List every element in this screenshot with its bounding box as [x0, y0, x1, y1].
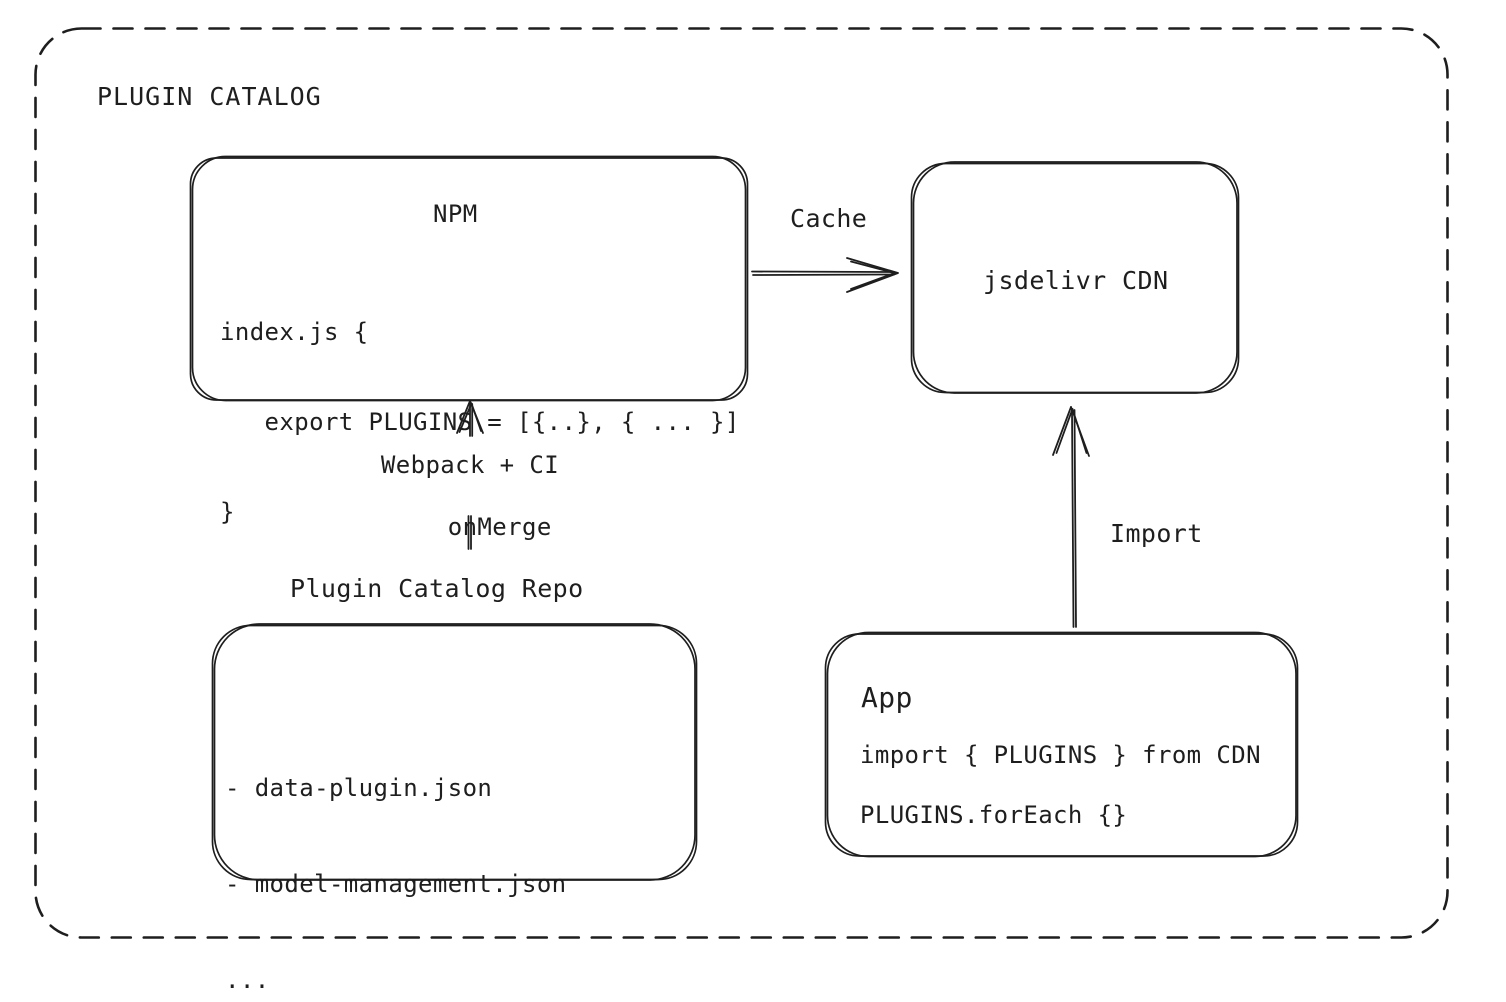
repo-file-item: ...	[225, 966, 270, 994]
npm-node-title: NPM	[433, 200, 478, 228]
cdn-node-label: jsdelivr CDN	[983, 266, 1169, 295]
repo-file-item: - model-management.json	[225, 870, 567, 898]
build-arrow-label-line1: Webpack + CI	[380, 451, 560, 479]
npm-code-line: export PLUGINS = [{..}, { ... }]	[220, 408, 740, 436]
cache-arrow	[751, 257, 899, 293]
app-node-shape	[824, 631, 1299, 858]
npm-node-shape	[189, 155, 749, 402]
repo-node-label: Plugin Catalog Repo	[290, 574, 584, 603]
npm-code-line: index.js {	[220, 318, 369, 346]
npm-code-block: index.js { export PLUGINS = [{..}, { ...…	[220, 257, 740, 587]
repo-file-item: - data-plugin.json	[225, 774, 493, 802]
app-node-title: App	[861, 681, 913, 714]
repo-file-list: - data-plugin.json - model-management.js…	[225, 708, 567, 1002]
app-code-line: import { PLUGINS } from CDN	[860, 741, 1261, 769]
plugin-catalog-boundary	[34, 27, 1449, 939]
build-arrow-label-line2: onMerge	[447, 513, 552, 541]
npm-code-line: }	[220, 498, 235, 526]
build-arrow-label: Webpack + CI onMerge	[352, 450, 588, 574]
cache-arrow-label: Cache	[790, 204, 868, 233]
diagram-title: PLUGIN CATALOG	[97, 82, 322, 111]
import-arrow	[1052, 406, 1090, 628]
app-code-line: PLUGINS.forEach {}	[860, 801, 1128, 829]
build-arrow	[456, 400, 484, 550]
repo-node-shape	[211, 623, 698, 881]
cdn-node-shape	[910, 161, 1240, 394]
import-arrow-label: Import	[1110, 519, 1203, 548]
